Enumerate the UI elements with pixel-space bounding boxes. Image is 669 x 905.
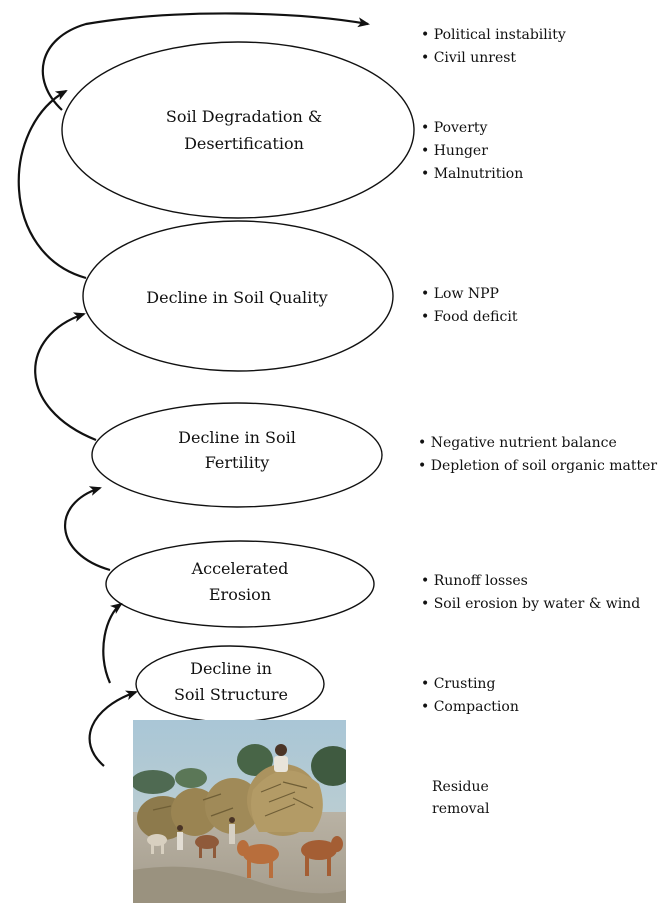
label-accelerated-erosion-1: Accelerated [191, 559, 289, 578]
bullet-item: Negative nutrient balance [418, 432, 657, 455]
ox-cart-illustration [133, 720, 346, 903]
bullet-item: Hunger [421, 140, 523, 163]
photo-caption: Residue removal [432, 776, 489, 820]
label-soil-structure-1: Decline in [190, 659, 272, 678]
arrow-degradation-to-consequences [41, 12, 370, 111]
arrow-erosion-to-fertility [63, 486, 111, 572]
ellipse-accelerated-erosion [105, 540, 375, 628]
label-soil-quality: Decline in Soil Quality [146, 288, 327, 307]
caption-line: Residue [432, 779, 489, 795]
bullet-item: Poverty [421, 117, 523, 140]
label-soil-degradation-1: Soil Degradation & [166, 107, 322, 126]
bullet-item: Runoff losses [421, 570, 640, 593]
label-accelerated-erosion-2: Erosion [209, 585, 271, 604]
ellipse-soil-degradation [61, 41, 415, 219]
consequences-soil-structure: Crusting Compaction [421, 673, 519, 719]
ellipse-soil-fertility [91, 402, 383, 508]
bullet-item: Depletion of soil organic matter [418, 455, 657, 478]
ellipse-soil-quality [82, 220, 394, 372]
bullet-item: Crusting [421, 673, 519, 696]
label-soil-fertility-1: Decline in Soil [178, 428, 296, 447]
arrow-photo-to-structure [88, 690, 138, 767]
consequences-top: Political instability Civil unrest [421, 24, 566, 70]
arrow-quality-to-degradation [17, 90, 87, 280]
bullet-item: Low NPP [421, 283, 517, 306]
bullet-item: Compaction [421, 696, 519, 719]
arrow-structure-to-erosion [102, 602, 123, 684]
bullet-item: Food deficit [421, 306, 518, 329]
consequences-soil-degradation: Poverty Hunger Malnutrition [421, 117, 524, 186]
bullet-item: Malnutrition [421, 163, 524, 186]
arrow-fertility-to-quality [34, 312, 97, 442]
label-soil-fertility-2: Fertility [205, 453, 270, 472]
residue-removal-photo [133, 720, 346, 903]
label-soil-structure-2: Soil Structure [174, 685, 288, 704]
consequences-soil-fertility: Negative nutrient balance Depletion of s… [418, 432, 657, 478]
bullet-item: Soil erosion by water & wind [421, 593, 640, 616]
ellipse-soil-structure [135, 645, 325, 723]
consequences-soil-quality: Low NPP Food deficit [421, 283, 518, 329]
caption-line: removal [432, 801, 490, 817]
consequences-accelerated-erosion: Runoff losses Soil erosion by water & wi… [421, 570, 640, 616]
label-soil-degradation-2: Desertification [184, 134, 304, 153]
bullet-item: Civil unrest [421, 47, 566, 70]
bullet-item: Political instability [421, 24, 566, 47]
